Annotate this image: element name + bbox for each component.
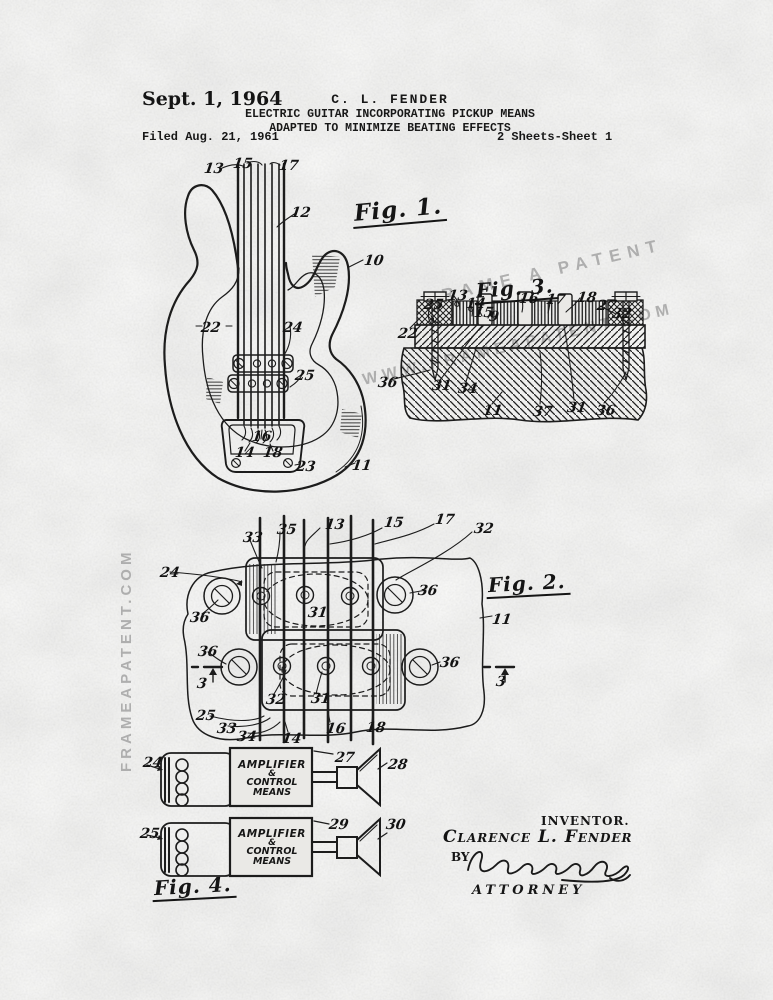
fig1-ref-numeral: 22 [199, 320, 222, 336]
fig1-ref-numeral: 12 [289, 205, 312, 221]
fig4-ref-numeral: 24 [141, 755, 164, 771]
patent-filed-date: Filed Aug. 21, 1961 [142, 130, 279, 144]
fig2-ref-numeral: 35 [275, 522, 298, 538]
fig2-ref-numeral: 13 [323, 517, 346, 533]
fig2-ref-numeral: 18 [364, 720, 387, 736]
control-means-text: CONTROL MEANS [246, 846, 298, 868]
fig2-ref-numeral: 34 [235, 729, 258, 745]
fig2-ref-numeral: 33 [215, 721, 238, 737]
fig3-ref-numeral: 16 [517, 291, 540, 307]
fig2-ref-numeral: 24 [158, 565, 181, 581]
fig1-ref-numeral: 23 [294, 459, 317, 475]
fig2-ref-numeral: 17 [433, 512, 456, 528]
fig4-ref-numeral: 29 [327, 817, 350, 833]
fig2-ref-numeral: 3 [494, 674, 507, 690]
fig3-ref-numeral: 37 [531, 404, 554, 420]
fig2-ref-numeral: 36 [416, 583, 439, 599]
fig4-amplifier-diagram [146, 746, 388, 878]
inventor-heading: INVENTOR. [541, 814, 630, 828]
fig2-ref-numeral: 36 [196, 644, 219, 660]
fig2-ref-numeral: 32 [264, 692, 287, 708]
fig1-ref-numeral: 16 [250, 429, 273, 445]
fig2-pickup-plan-drawing [169, 514, 516, 746]
fig1-guitar-drawing [163, 160, 367, 493]
fig2-ref-numeral: 36 [188, 610, 211, 626]
fig4-caption: Fig. 4. [151, 871, 237, 903]
patent-title-line2: ADAPTED TO MINIMIZE BEATING EFFECTS [269, 122, 511, 135]
fig1-ref-numeral: 17 [277, 158, 300, 174]
ampersand-text: & [268, 769, 276, 780]
fig4-ref-numeral: 30 [384, 817, 407, 833]
fig1-caption: Fig. 1. [350, 191, 448, 230]
fig1-ref-numeral: 14 [233, 445, 256, 461]
fig3-ref-numeral: 17 [544, 292, 567, 308]
by-label: BY [451, 850, 470, 864]
fig3-ref-numeral: 11 [481, 403, 504, 419]
amplifier-box-label-1: AMPLIFIER & CONTROL MEANS [231, 759, 313, 799]
fig2-ref-numeral: 25 [194, 708, 217, 724]
fig3-ref-numeral: 18 [575, 290, 598, 306]
patent-sheet-number: 2 Sheets-Sheet 1 [497, 130, 613, 144]
fig3-ref-numeral: 31 [565, 400, 588, 416]
control-means-text: CONTROL MEANS [246, 777, 298, 799]
amplifier-box-label-2: AMPLIFIER & CONTROL MEANS [231, 828, 313, 868]
fig2-ref-numeral: 14 [280, 731, 303, 747]
fig1-ref-numeral: 25 [293, 368, 316, 384]
patent-inventor-heading: C. L. FENDER [331, 92, 449, 107]
fig1-ref-numeral: 10 [362, 253, 385, 269]
fig1-ref-numeral: 18 [261, 445, 284, 461]
fig3-ref-numeral: 34 [456, 381, 479, 397]
amplifier-text: AMPLIFIER [238, 759, 306, 771]
ampersand-text: & [268, 838, 276, 849]
fig3-ref-numeral: 36 [376, 375, 399, 391]
fig3-ref-numeral: 36 [594, 403, 617, 419]
fig1-ref-numeral: 11 [350, 458, 373, 474]
patent-title-line1: ELECTRIC GUITAR INCORPORATING PICKUP MEA… [245, 108, 535, 121]
fig2-ref-numeral: 3 [195, 676, 208, 692]
fig3-ref-numeral: 31 [430, 378, 453, 394]
fig1-ref-numeral: 24 [281, 320, 304, 336]
fig4-ref-numeral: 25 [138, 826, 161, 842]
fig3-ref-numeral: 32 [610, 306, 633, 322]
fig2-ref-numeral: 33 [241, 530, 264, 546]
attorney-label: ATTORNEY [472, 883, 586, 898]
patent-heading: C. L. FENDER ELECTRIC GUITAR INCORPORATI… [130, 92, 650, 135]
attorney-signature [467, 851, 631, 883]
fig2-caption: Fig. 2. [485, 568, 571, 600]
amplifier-text: AMPLIFIER [238, 828, 306, 840]
fig3-ref-numeral: 25 [422, 297, 445, 313]
fig2-ref-numeral: 15 [382, 515, 405, 531]
fig2-ref-numeral: 31 [306, 605, 329, 621]
fig2-ref-numeral: 32 [472, 521, 495, 537]
inventor-name: Clarence L. Fender [443, 827, 633, 847]
fig2-ref-numeral: 16 [324, 721, 347, 737]
fig4-ref-numeral: 28 [386, 757, 409, 773]
fig2-ref-numeral: 36 [438, 655, 461, 671]
fig2-ref-numeral: 31 [309, 691, 332, 707]
fig3-ref-numeral: 22 [396, 326, 419, 342]
fig4-ref-numeral: 27 [333, 750, 356, 766]
fig3-cross-section-drawing [389, 291, 648, 423]
patent-date: Sept. 1, 1964 [142, 88, 283, 110]
fig1-ref-numeral: 13 [202, 161, 225, 177]
fig1-ref-numeral: 15 [231, 156, 254, 172]
fig2-ref-numeral: 11 [490, 612, 513, 628]
fig3-ref-numeral: 9 [487, 309, 500, 325]
